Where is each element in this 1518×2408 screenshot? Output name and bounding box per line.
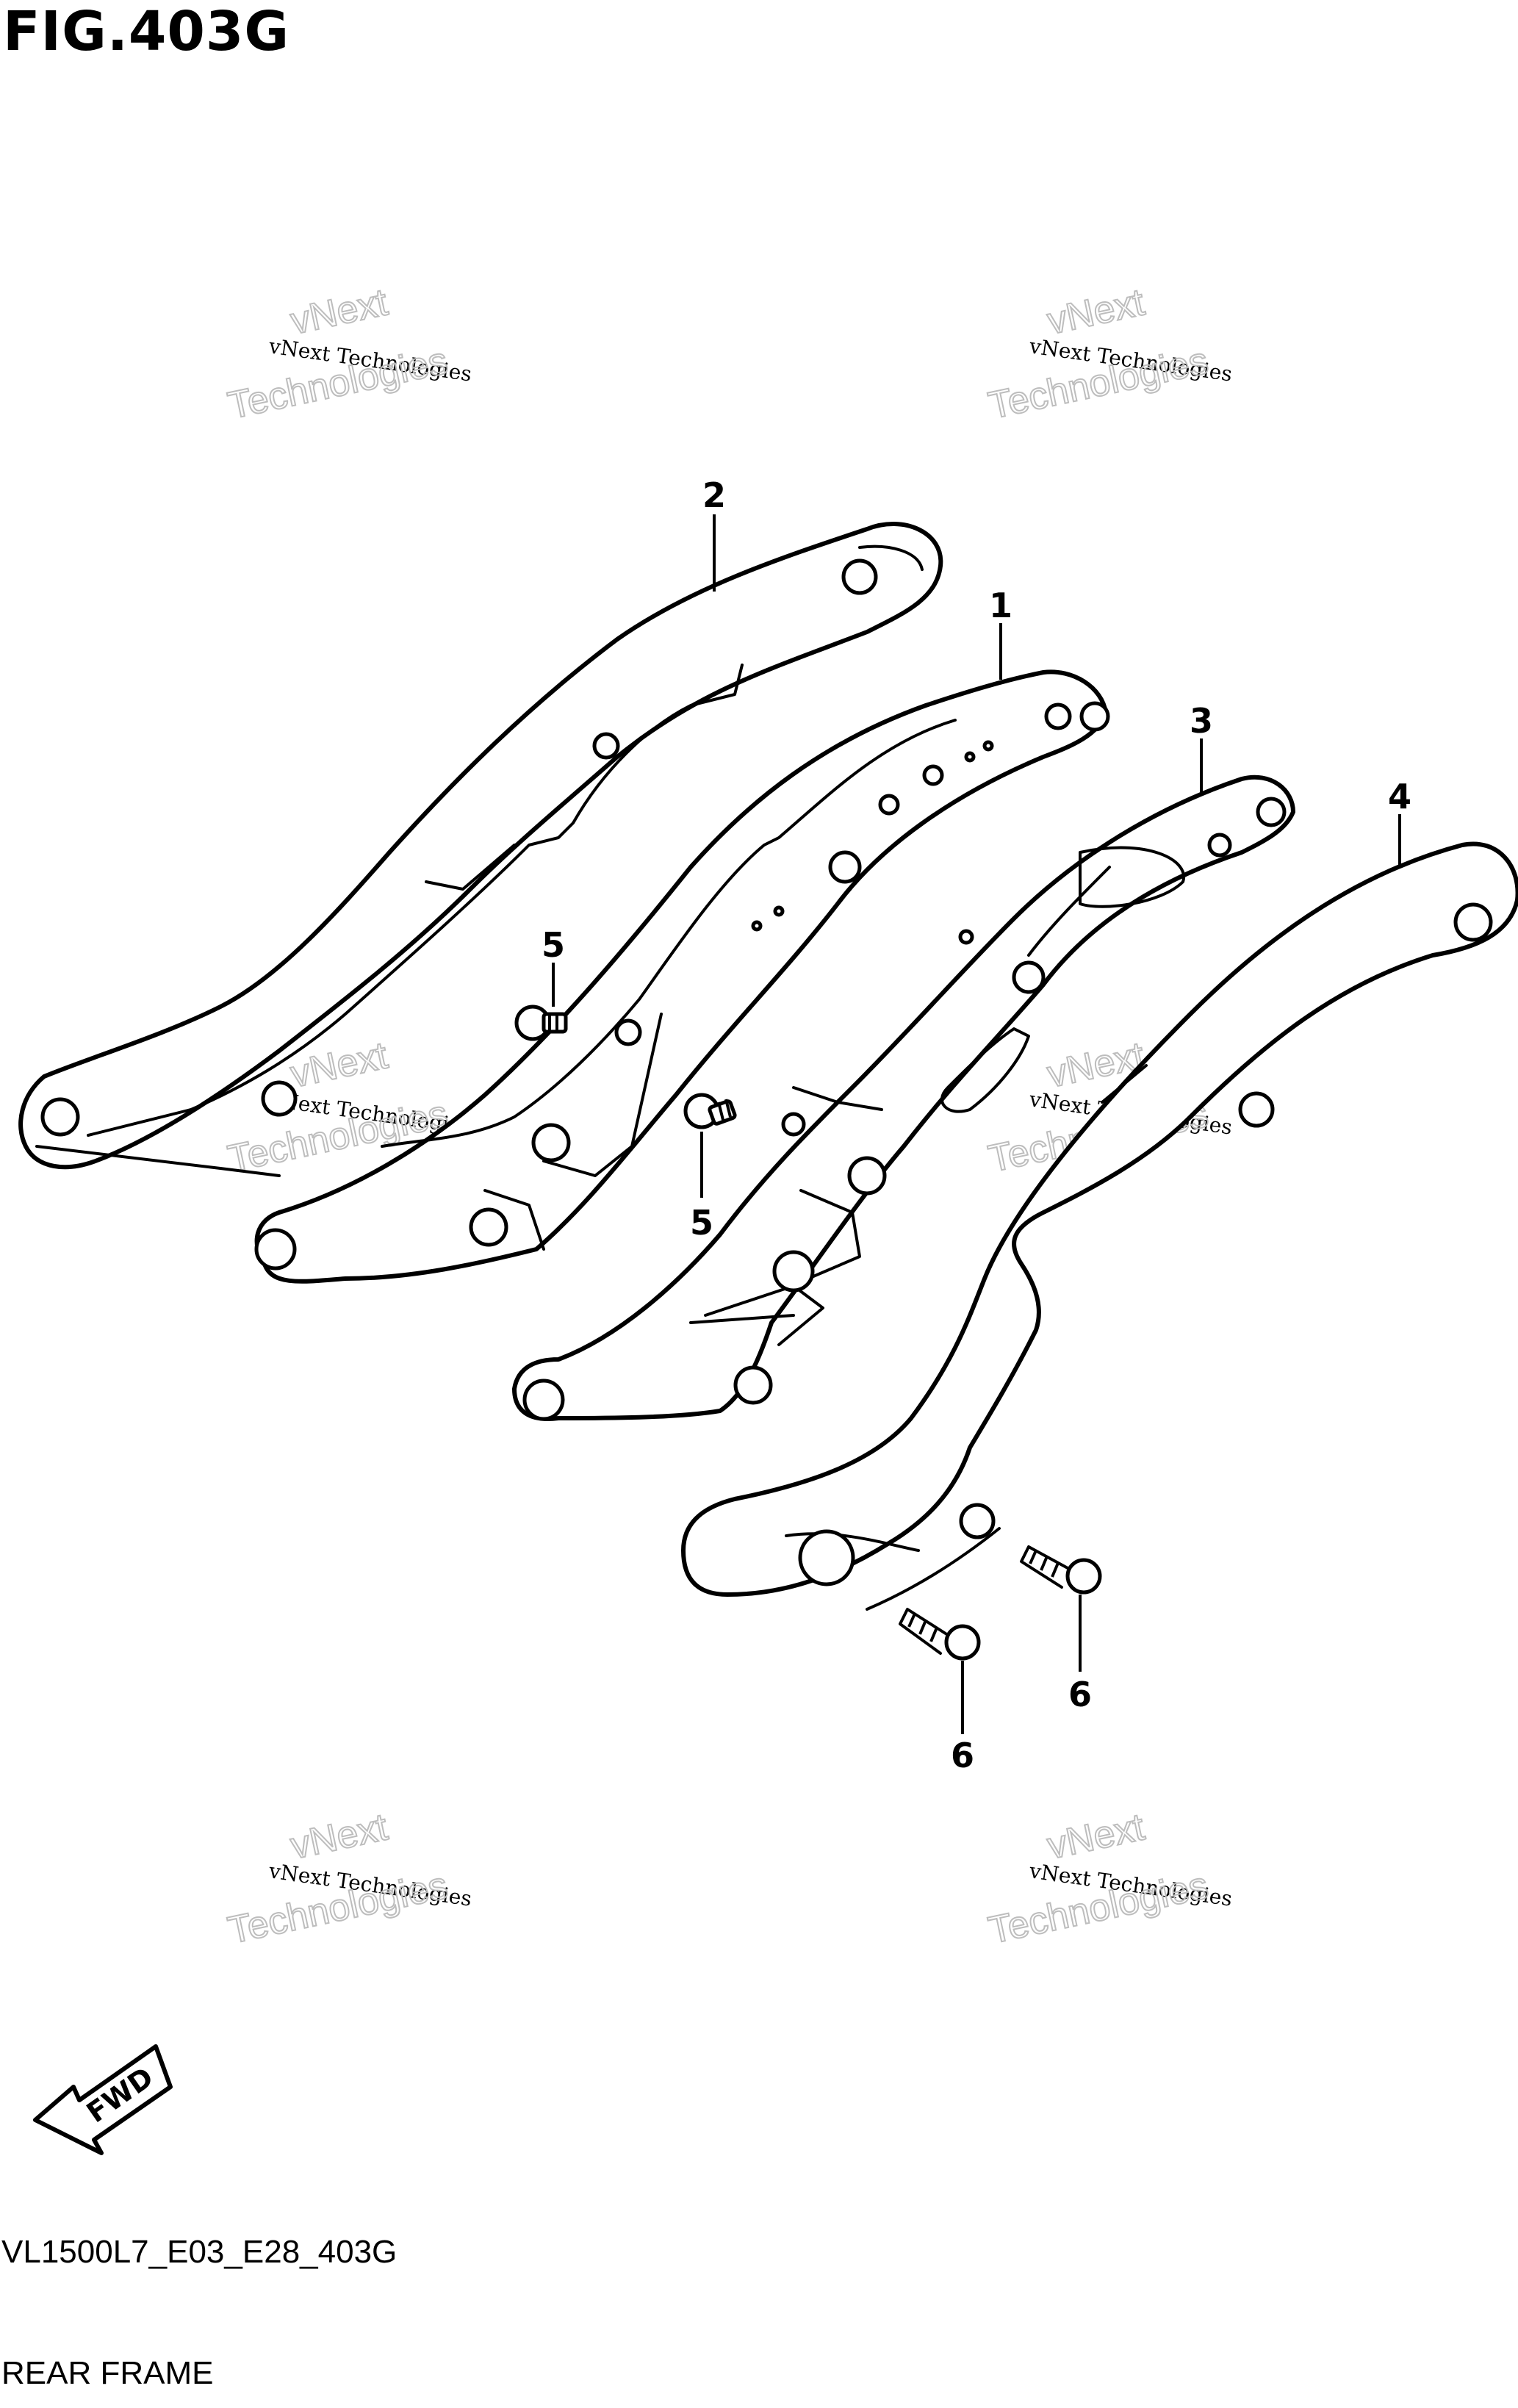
callout-4: 4 bbox=[1388, 777, 1411, 816]
watermark-line1: vNext bbox=[1043, 1805, 1148, 1867]
callout-6-right: 6 bbox=[1068, 1675, 1092, 1714]
part-1-left-bracket bbox=[254, 669, 1110, 1284]
watermark-top-left: vNext vNext Technologies Technologies bbox=[223, 280, 473, 428]
figure-code: VL1500L7_E03_E28_403G bbox=[1, 2234, 398, 2270]
callout-5-upper: 5 bbox=[542, 925, 565, 965]
watermark-line1: vNext bbox=[287, 281, 392, 342]
figure-title: FIG.403G bbox=[3, 0, 290, 63]
watermark-bottom-left: vNext vNext Technologies Technologies bbox=[223, 1805, 473, 1952]
callout-2: 2 bbox=[702, 475, 726, 515]
bolt-6-right bbox=[1020, 1545, 1102, 1595]
bolt-5-upper bbox=[514, 1004, 568, 1041]
watermark-top-right: vNext vNext Technologies Technologies bbox=[984, 280, 1234, 428]
callout-3: 3 bbox=[1190, 701, 1213, 741]
part-4-right-rear-frame bbox=[681, 841, 1518, 1611]
watermark-line1: vNext bbox=[287, 1805, 392, 1867]
watermark-bottom-right: vNext vNext Technologies Technologies bbox=[984, 1805, 1234, 1952]
part-3-right-bracket bbox=[512, 774, 1295, 1421]
bolt-5-lower bbox=[683, 1093, 737, 1129]
figure-name: REAR FRAME bbox=[1, 2355, 214, 2391]
callout-5-lower: 5 bbox=[690, 1203, 713, 1243]
bolt-6-left bbox=[899, 1608, 981, 1661]
part-2-left-rear-frame bbox=[18, 522, 943, 1177]
fwd-arrow-icon: FWD bbox=[33, 2044, 173, 2155]
watermark-line1: vNext bbox=[1043, 281, 1148, 342]
callout-1: 1 bbox=[989, 586, 1012, 625]
watermark-line1: vNext bbox=[287, 1034, 392, 1096]
callout-6-left: 6 bbox=[951, 1736, 974, 1775]
